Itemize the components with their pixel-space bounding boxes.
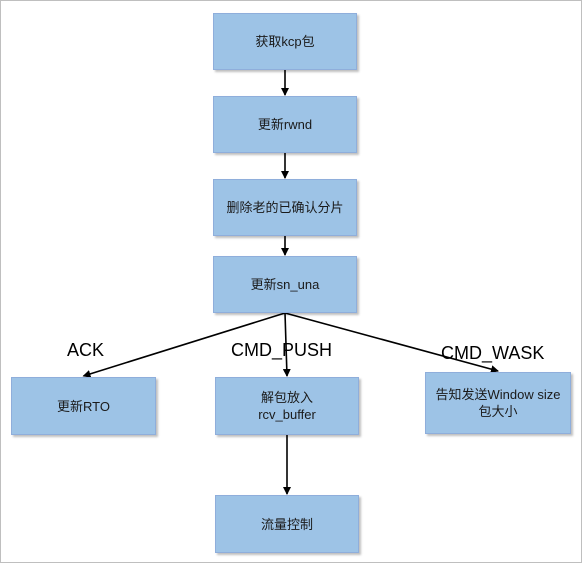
node-flow-control: 流量控制	[215, 495, 359, 553]
node-notify-window-size: 告知发送Window size包大小	[425, 372, 571, 434]
edge-label-ack: ACK	[67, 340, 105, 360]
arrow-update_sn_una-to-update_rto	[82, 312, 286, 378]
arrow-update_sn_una-to-unpack	[282, 312, 291, 377]
node-update-rto: 更新RTO	[11, 377, 156, 435]
edge-label-cmd-wask: CMD_WASK	[441, 343, 545, 363]
node-unpack-to-rcv-buffer: 解包放入rcv_buffer	[215, 377, 359, 435]
edge-label-cmd-push: CMD_PUSH	[231, 340, 333, 360]
node-update-sn-una: 更新sn_una	[213, 256, 357, 313]
node-get-kcp-packet: 获取kcp包	[213, 13, 357, 70]
arrow-update_sn_una-to-notify_window	[284, 312, 499, 374]
node-update-rwnd: 更新rwnd	[213, 96, 357, 153]
node-delete-acked-segments: 删除老的已确认分片	[213, 179, 357, 236]
